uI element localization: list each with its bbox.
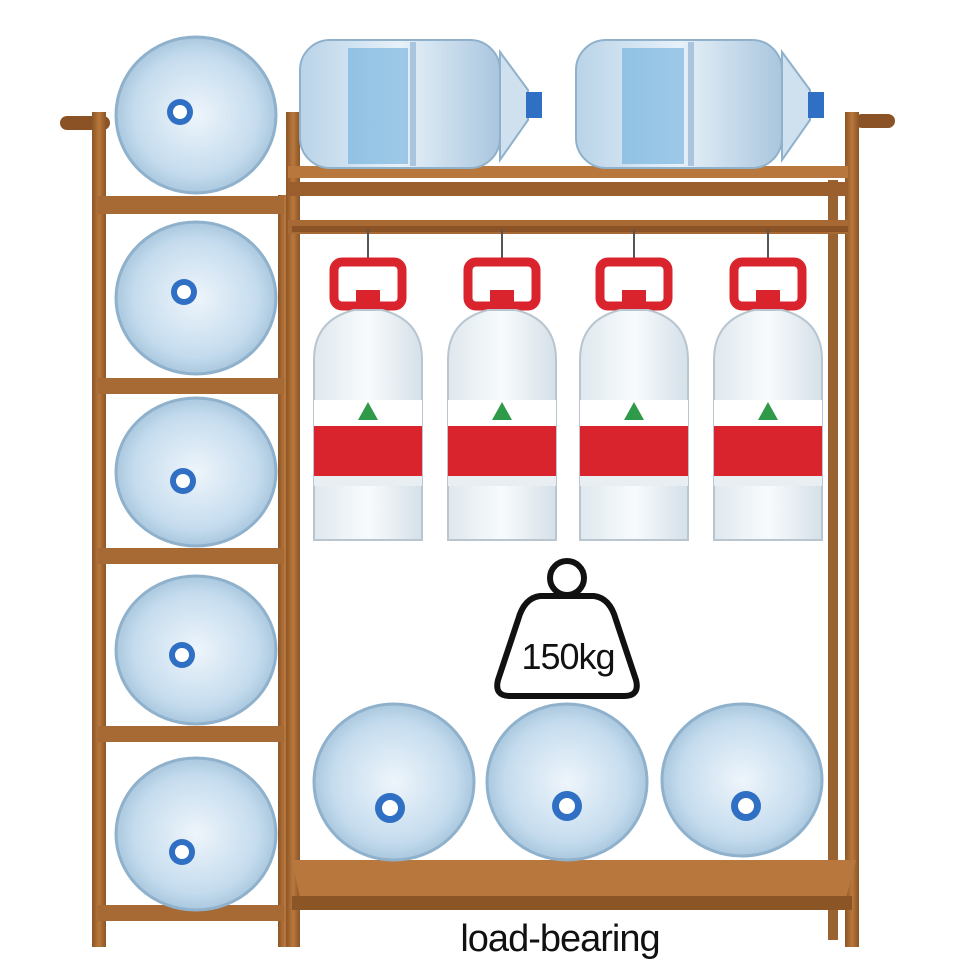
hanging-bottle <box>579 230 689 541</box>
hanging-bottle <box>713 230 823 541</box>
hanging-bottles <box>313 230 823 541</box>
water-jug <box>485 702 649 862</box>
post-far-left <box>92 112 106 947</box>
caption-text: load-bearing <box>460 918 660 960</box>
top-shelf <box>288 166 848 234</box>
wooden-rack <box>60 112 895 947</box>
top-shelf-jugs <box>299 39 824 169</box>
bottom-shelf-jugs <box>312 702 824 862</box>
hanging-bottle <box>313 230 423 541</box>
left-column-jugs <box>114 35 278 912</box>
left-column-shelves <box>98 196 284 921</box>
right-rail-knob <box>855 114 895 128</box>
bottom-shelf <box>292 860 856 910</box>
horizontal-water-jug <box>575 39 824 169</box>
water-jug <box>114 220 278 376</box>
post-right-back <box>828 180 838 940</box>
weight-icon <box>494 558 640 699</box>
post-center <box>286 112 300 947</box>
water-jug <box>114 756 278 912</box>
hanging-bottle <box>447 230 557 541</box>
post-right <box>845 112 859 947</box>
water-jug <box>114 35 278 195</box>
hanging-rod <box>292 226 848 232</box>
water-jug <box>114 574 278 726</box>
horizontal-water-jug <box>299 39 542 169</box>
weight-badge-label: 150kg <box>521 636 615 677</box>
water-jug <box>114 396 278 548</box>
water-jug <box>312 702 476 862</box>
water-jug <box>660 702 824 858</box>
